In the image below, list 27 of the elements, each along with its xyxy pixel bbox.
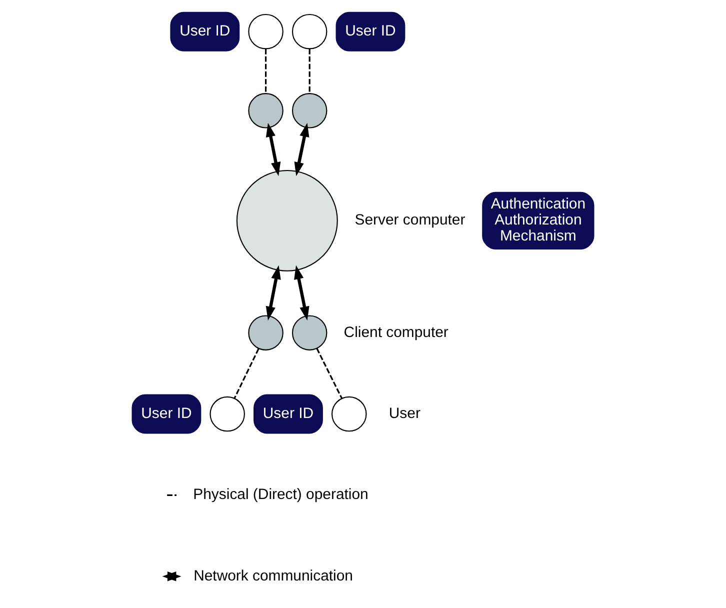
node-circle bbox=[292, 14, 328, 50]
arrow bbox=[294, 265, 310, 320]
legend-label: Network communication bbox=[194, 567, 353, 584]
node-box: Authentication Authorization Mechanism bbox=[482, 192, 594, 250]
node-label: User bbox=[388, 404, 420, 422]
connector bbox=[308, 49, 310, 94]
node-circle bbox=[331, 396, 367, 432]
connector bbox=[265, 49, 267, 94]
arrow bbox=[294, 122, 310, 176]
legend-label: Physical (Direct) operation bbox=[193, 486, 368, 504]
arrow bbox=[266, 122, 281, 176]
node-box: User ID bbox=[132, 394, 202, 434]
node-circle bbox=[210, 396, 245, 432]
node-box: User ID bbox=[336, 12, 406, 52]
node-circle bbox=[236, 170, 338, 272]
node-box: User ID bbox=[170, 12, 240, 52]
connector bbox=[316, 348, 342, 399]
node-circle bbox=[248, 14, 284, 50]
arrow bbox=[266, 265, 281, 320]
node-circle bbox=[292, 315, 328, 350]
node-circle bbox=[292, 93, 328, 128]
node-circle bbox=[248, 93, 284, 128]
node-circle bbox=[248, 315, 284, 350]
node-box: User ID bbox=[254, 394, 323, 434]
connector bbox=[234, 348, 260, 399]
node-label: Server computer bbox=[354, 212, 466, 229]
node-label: Client computer bbox=[344, 324, 448, 341]
